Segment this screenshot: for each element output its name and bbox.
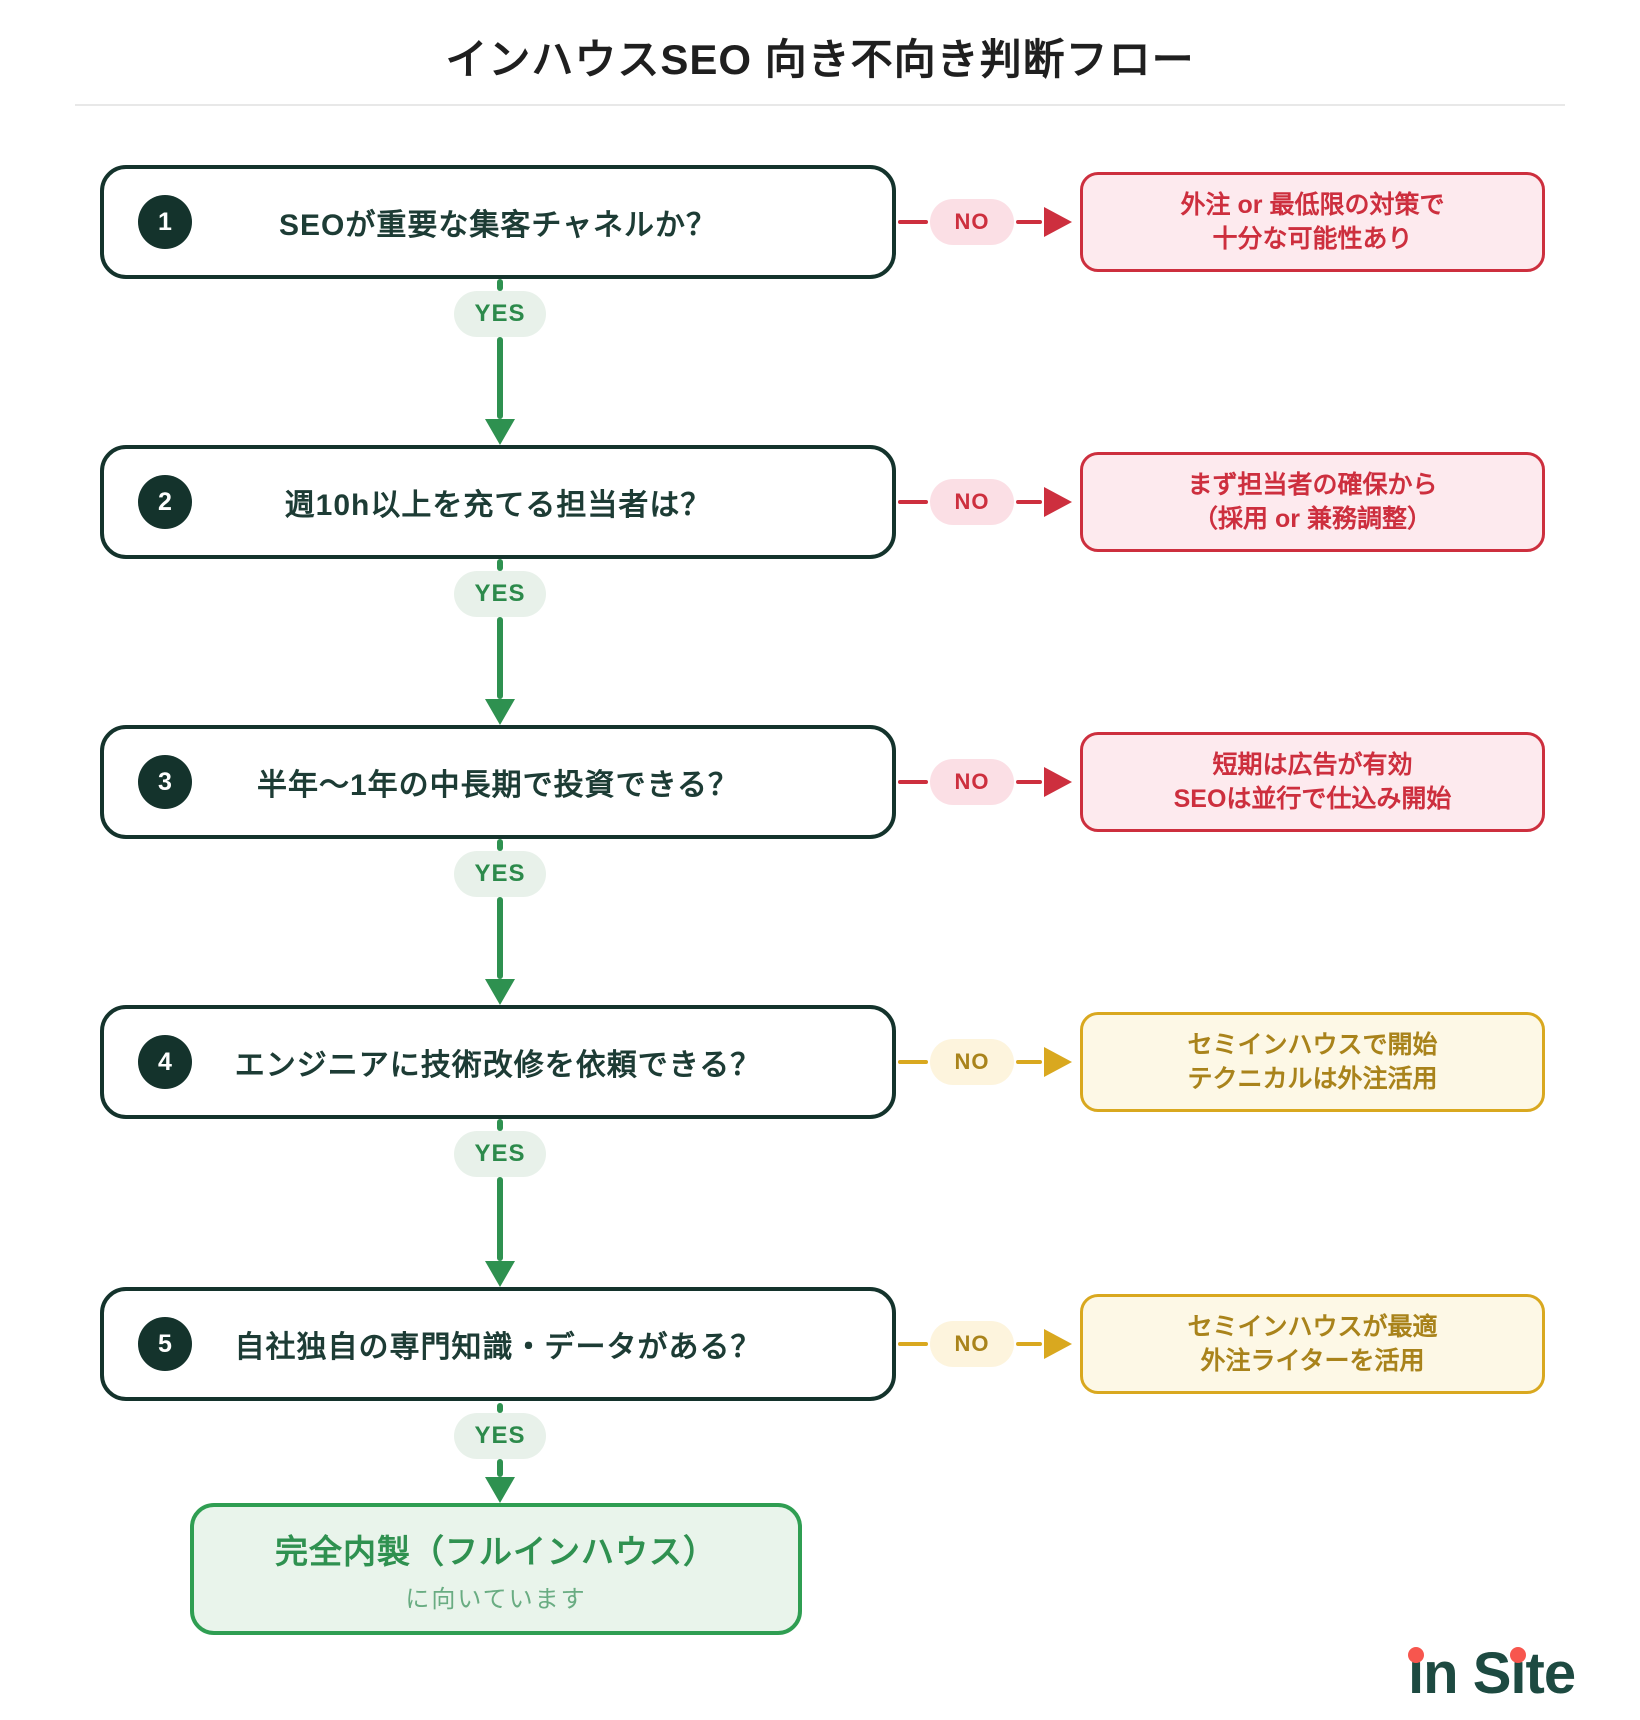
yes-connector-line xyxy=(497,279,503,291)
no-connector-line xyxy=(898,780,928,784)
step-number-badge-1: 1 xyxy=(138,195,192,249)
logo-letter: t xyxy=(1525,1641,1545,1706)
yes-label-4: YES xyxy=(454,1131,546,1177)
arrow-right-icon xyxy=(1044,1047,1072,1077)
result-box-4: セミインハウスで開始 テクニカルは外注活用 xyxy=(1080,1012,1545,1112)
yes-connector-line xyxy=(497,1177,503,1261)
result-line: SEOは並行で仕込み開始 xyxy=(1173,785,1452,813)
question-text-5: 自社独自の専門知識・データがある？ xyxy=(234,1331,762,1364)
page-title: インハウスSEO 向き不向き判断フロー xyxy=(445,36,1195,83)
no-connector-line xyxy=(898,220,928,224)
final-result-subtitle: に向いています xyxy=(405,1585,587,1613)
result-line: テクニカルは外注活用 xyxy=(1187,1065,1438,1093)
yes-connector-line xyxy=(497,337,503,419)
logo-letter: n xyxy=(1423,1641,1458,1706)
result-line: 外注 or 最低限の対策で xyxy=(1180,190,1445,219)
yes-label-5: YES xyxy=(454,1413,546,1459)
arrow-down-icon xyxy=(485,1477,515,1503)
result-line: 短期は広告が有効 xyxy=(1212,750,1413,779)
result-line: （採用 or 兼務調整） xyxy=(1193,505,1432,533)
yes-connector-line xyxy=(497,1403,503,1413)
arrow-right-icon xyxy=(1044,207,1072,237)
yes-connector-line xyxy=(497,1459,503,1477)
no-label-4: NO xyxy=(930,1039,1014,1085)
no-connector-line xyxy=(898,1342,928,1346)
logo-letter-i: ı xyxy=(1408,1641,1424,1706)
arrow-right-icon xyxy=(1044,767,1072,797)
no-label-2: NO xyxy=(930,479,1014,525)
result-line: セミインハウスが最適 xyxy=(1187,1312,1438,1341)
no-connector-line xyxy=(1016,220,1042,224)
question-box-4: 4 エンジニアに技術改修を依頼できる？ xyxy=(100,1005,896,1119)
question-box-3: 3 半年〜1年の中長期で投資できる？ xyxy=(100,725,896,839)
question-box-2: 2 週10h以上を充てる担当者は？ xyxy=(100,445,896,559)
no-connector-line xyxy=(1016,500,1042,504)
result-line: 外注ライターを活用 xyxy=(1200,1347,1425,1375)
no-label-5: NO xyxy=(930,1321,1014,1367)
yes-label-2: YES xyxy=(454,571,546,617)
step-number-badge-3: 3 xyxy=(138,755,192,809)
question-box-5: 5 自社独自の専門知識・データがある？ xyxy=(100,1287,896,1401)
no-connector-line xyxy=(898,1060,928,1064)
final-result-title: 完全内製（フルインハウス） xyxy=(275,1532,717,1570)
result-box-2: まず担当者の確保から （採用 or 兼務調整） xyxy=(1080,452,1545,552)
question-text-4: エンジニアに技術改修を依頼できる？ xyxy=(234,1049,762,1082)
no-connector-line xyxy=(1016,1060,1042,1064)
question-text-3: 半年〜1年の中長期で投資できる？ xyxy=(256,769,740,802)
arrow-down-icon xyxy=(485,1261,515,1287)
no-label-1: NO xyxy=(930,199,1014,245)
arrow-right-icon xyxy=(1044,487,1072,517)
arrow-right-icon xyxy=(1044,1329,1072,1359)
question-box-1: 1 SEOが重要な集客チャネルか？ xyxy=(100,165,896,279)
yes-connector-line xyxy=(497,897,503,979)
no-connector-line xyxy=(1016,1342,1042,1346)
title-divider xyxy=(75,104,1565,106)
no-label-3: NO xyxy=(930,759,1014,805)
yes-label-3: YES xyxy=(454,851,546,897)
result-line: 十分な可能性あり xyxy=(1212,225,1413,253)
step-number-badge-5: 5 xyxy=(138,1317,192,1371)
yes-connector-line xyxy=(497,1119,503,1131)
no-connector-line xyxy=(1016,780,1042,784)
result-box-3: 短期は広告が有効 SEOは並行で仕込み開始 xyxy=(1080,732,1545,832)
logo-letter-i: ı xyxy=(1510,1641,1526,1706)
logo-letter: e xyxy=(1543,1641,1576,1706)
result-line: まず担当者の確保から xyxy=(1187,470,1438,499)
question-text-2: 週10h以上を充てる担当者は？ xyxy=(284,489,712,522)
no-connector-line xyxy=(898,500,928,504)
step-number-badge-4: 4 xyxy=(138,1035,192,1089)
logo-letter: S xyxy=(1472,1641,1512,1706)
yes-connector-line xyxy=(497,617,503,699)
yes-connector-line xyxy=(497,559,503,571)
final-result-box: 完全内製（フルインハウス） に向いています xyxy=(190,1503,802,1635)
result-line: セミインハウスで開始 xyxy=(1187,1030,1438,1059)
arrow-down-icon xyxy=(485,699,515,725)
yes-connector-line xyxy=(497,839,503,851)
question-text-1: SEOが重要な集客チャネルか？ xyxy=(278,209,718,242)
step-number-badge-2: 2 xyxy=(138,475,192,529)
arrow-down-icon xyxy=(485,419,515,445)
yes-label-1: YES xyxy=(454,291,546,337)
arrow-down-icon xyxy=(485,979,515,1005)
result-box-5: セミインハウスが最適 外注ライターを活用 xyxy=(1080,1294,1545,1394)
result-box-1: 外注 or 最低限の対策で 十分な可能性あり xyxy=(1080,172,1545,272)
logo-letter xyxy=(1458,1642,1473,1706)
